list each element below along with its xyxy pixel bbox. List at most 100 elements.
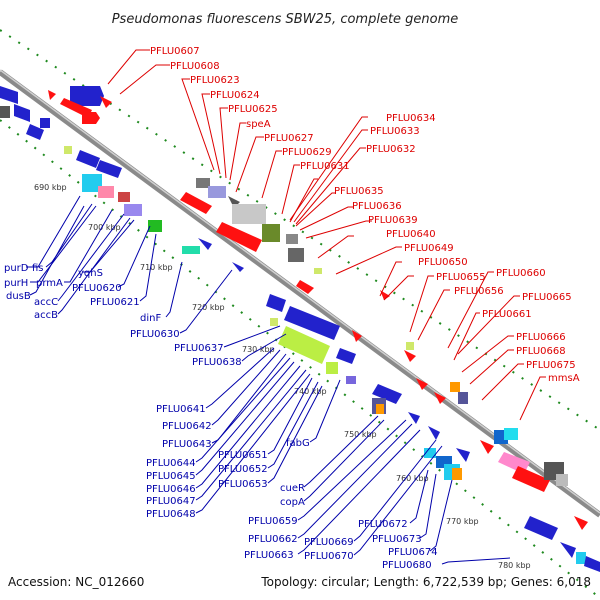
gene-label: PFLU0623 — [190, 75, 240, 86]
gene-forward — [556, 474, 568, 486]
gene-label: yqhS — [78, 268, 103, 279]
gene-reverse — [270, 318, 278, 326]
gene-forward — [352, 330, 362, 342]
gene-reverse — [0, 106, 10, 118]
gene-label: PFLU0640 — [386, 229, 436, 240]
gene-forward — [314, 268, 322, 274]
gene-label: PFLU0674 — [388, 547, 438, 558]
topology-text: Topology: circular; Length: 6,722,539 bp… — [260, 575, 591, 589]
tick-label: 760 kbp — [396, 474, 429, 483]
gene-reverse — [284, 306, 340, 340]
gene-reverse — [372, 384, 402, 404]
gene-reverse — [576, 552, 586, 564]
gene-label: PFLU0641 — [156, 404, 206, 415]
gene-forward — [480, 440, 494, 454]
gene-label: PFLU0635 — [334, 186, 384, 197]
tick-label: 740 kbp — [294, 387, 327, 396]
gene-label: PFLU0630 — [130, 329, 180, 340]
gene-reverse — [124, 204, 142, 216]
gene-label: PFLU0645 — [146, 471, 196, 482]
gene-forward — [216, 222, 262, 252]
tick-label: 700 kbp — [88, 223, 121, 232]
forward-genes — [48, 86, 588, 530]
gene-label: PFLU0636 — [352, 201, 402, 212]
gene-label: PFLU0669 — [304, 537, 354, 548]
gene-label: PFLU0643 — [162, 439, 212, 450]
gene-label: cueR — [280, 483, 305, 494]
gene-reverse — [148, 220, 162, 232]
gene-label: PFLU0670 — [304, 551, 354, 562]
gene-label: purD — [4, 263, 29, 274]
gene-forward — [380, 290, 390, 300]
gene-forward — [196, 178, 210, 188]
gene-label: PFLU0652 — [218, 464, 268, 475]
gene-label: PFLU0637 — [174, 343, 224, 354]
forward-labels: PFLU0607 PFLU0608 PFLU0623 PFLU0624 PFLU… — [150, 46, 580, 384]
gene-label: purH — [4, 278, 28, 289]
gene-forward — [70, 86, 104, 106]
gene-forward — [100, 96, 112, 108]
gene-label: speA — [246, 119, 271, 130]
gene-label: PFLU0663 — [244, 550, 294, 561]
gene-reverse — [26, 124, 44, 140]
gene-label: PFLU0644 — [146, 458, 196, 469]
gene-reverse — [560, 542, 576, 558]
gene-reverse — [428, 426, 440, 440]
gene-label: PFLU0627 — [264, 133, 314, 144]
gene-label: PFLU0639 — [368, 215, 418, 226]
gene-reverse — [346, 376, 356, 384]
gene-reverse — [452, 468, 462, 480]
gene-label: PFLU0621 — [90, 297, 140, 308]
gene-reverse — [40, 118, 50, 128]
gene-label: PFLU0646 — [146, 484, 196, 495]
gene-label: dusB — [6, 291, 31, 302]
gene-label: PFLU0673 — [372, 534, 422, 545]
gene-label: PFLU0675 — [526, 360, 576, 371]
gene-label: PFLU0647 — [146, 496, 196, 507]
gene-forward — [232, 204, 266, 224]
gene-reverse — [198, 238, 212, 250]
gene-reverse — [98, 186, 114, 198]
gene-label: PFLU0650 — [418, 257, 468, 268]
gene-reverse — [278, 326, 330, 364]
gene-forward — [404, 350, 416, 362]
gene-label: PFLU0620 — [72, 283, 122, 294]
gene-forward — [434, 392, 446, 404]
gene-reverse — [376, 404, 384, 414]
accession-text: Accession: NC_012660 — [8, 575, 144, 589]
gene-label: PFLU0625 — [228, 104, 278, 115]
gene-forward — [416, 378, 428, 390]
gene-reverse — [96, 160, 122, 178]
gene-label: fabG — [286, 438, 310, 449]
gene-label: PFLU0624 — [210, 90, 260, 101]
gene-label: copA — [280, 497, 305, 508]
gene-label: PFLU0629 — [282, 147, 332, 158]
gene-reverse — [424, 448, 436, 458]
gene-label: accB — [34, 310, 58, 321]
gene-reverse — [336, 348, 356, 364]
gene-forward — [512, 466, 550, 492]
gene-reverse — [326, 362, 338, 374]
tick-label: 780 kbp — [498, 561, 531, 570]
gene-reverse — [266, 294, 286, 312]
gene-reverse — [0, 86, 18, 104]
gene-forward — [48, 90, 56, 100]
gene-reverse — [408, 412, 420, 424]
gene-label: PFLU0642 — [162, 421, 212, 432]
gene-label: PFLU0608 — [170, 61, 220, 72]
gene-label: PFLU0666 — [516, 332, 566, 343]
gene-reverse — [14, 104, 30, 122]
map-title: Pseudomonas fluorescens SBW25, complete … — [112, 12, 459, 27]
gene-forward — [180, 192, 212, 214]
gene-label: prmA — [36, 278, 63, 289]
gene-label: PFLU0631 — [300, 161, 350, 172]
gene-reverse — [182, 246, 200, 254]
gene-reverse — [64, 146, 72, 154]
gene-forward — [574, 516, 588, 530]
gene-forward — [208, 186, 226, 198]
gene-reverse — [82, 174, 102, 192]
gene-label: accC — [34, 297, 58, 308]
reverse-genes — [0, 86, 600, 572]
gene-label: PFLU0668 — [516, 346, 566, 357]
